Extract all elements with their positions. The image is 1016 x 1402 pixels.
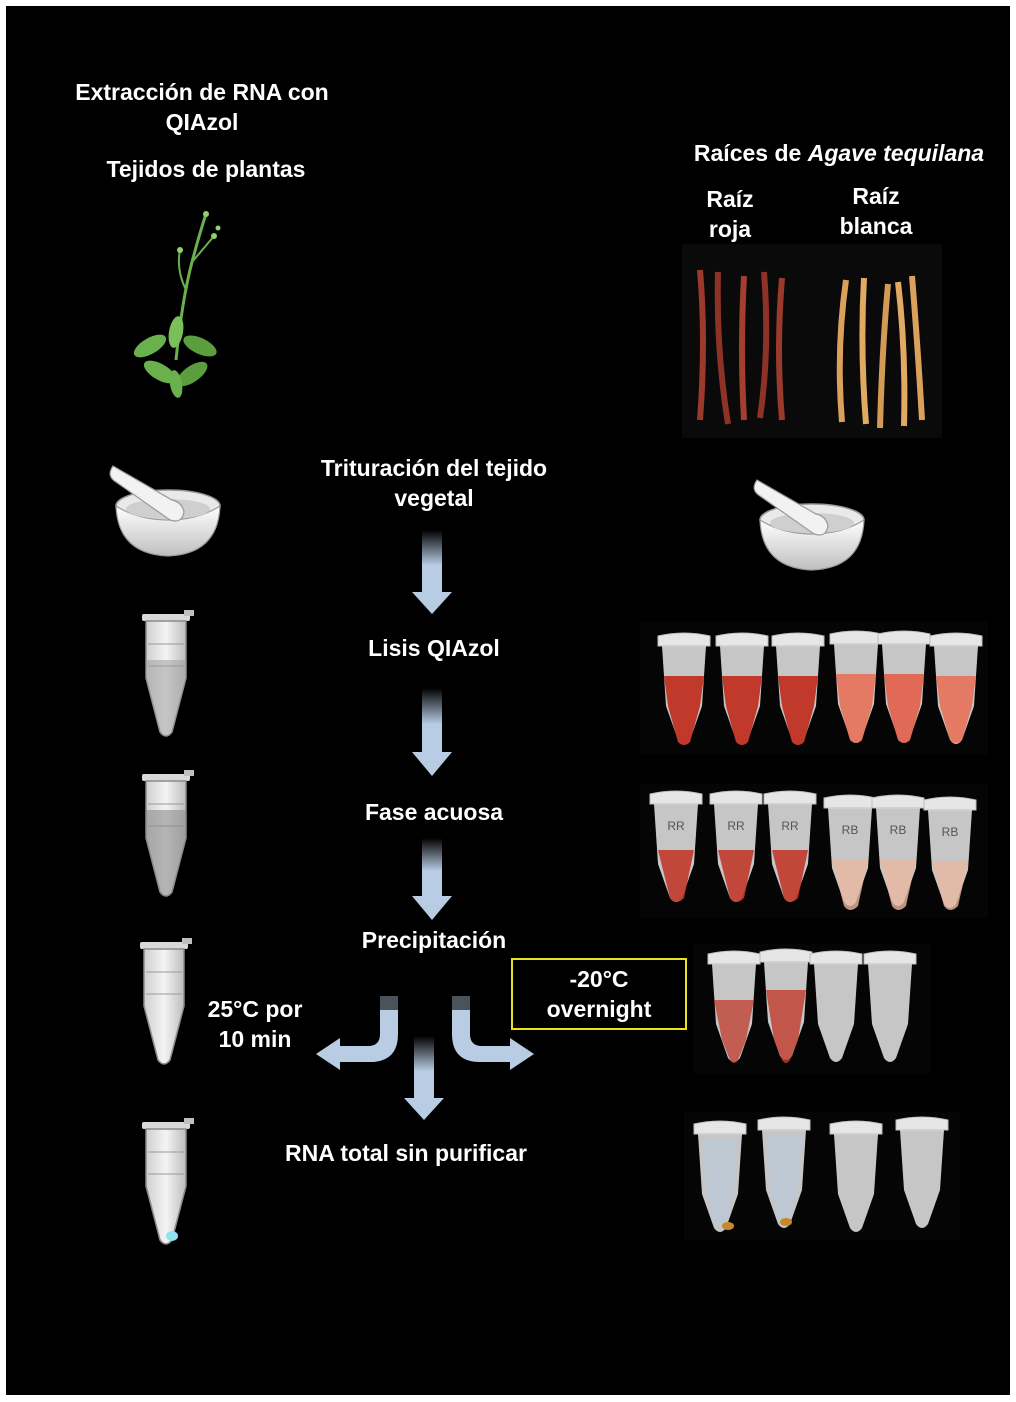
tube-icon-rna bbox=[142, 1118, 194, 1244]
arrow-down-3 bbox=[412, 838, 452, 920]
plant-illustration bbox=[130, 211, 220, 399]
condition-room-temp-line-2: 10 min bbox=[196, 1024, 314, 1054]
tube-label: RB bbox=[890, 823, 907, 837]
tube-label: RR bbox=[727, 819, 745, 833]
condition-room-temp-line-1: 25°C por bbox=[196, 994, 314, 1024]
step-total-rna: RNA total sin purificar bbox=[246, 1138, 566, 1168]
aqueous-tubes-photo: RR RR RR RB RB RB bbox=[640, 784, 988, 918]
agave-roots-photo bbox=[682, 244, 942, 438]
arrow-down-2 bbox=[412, 688, 452, 776]
mortar-pestle-icon-right bbox=[754, 480, 864, 570]
right-title: Raíces de Agave tequilana bbox=[664, 138, 1014, 168]
tube-label: RB bbox=[942, 825, 959, 839]
red-root-label-1: Raíz bbox=[680, 184, 780, 214]
tube-icon-lysis bbox=[142, 610, 194, 736]
white-root-label-2: blanca bbox=[816, 211, 936, 241]
condition-cold-line-2: overnight bbox=[511, 994, 687, 1024]
condition-cold-line-1: -20°C bbox=[511, 964, 687, 994]
white-root-label-1: Raíz bbox=[816, 181, 936, 211]
tube-icon-precipitation bbox=[140, 938, 192, 1064]
step-aqueous-phase: Fase acuosa bbox=[286, 797, 582, 827]
step-lysis: Lisis QIAzol bbox=[286, 633, 582, 663]
tube-icon-aqueous bbox=[142, 770, 194, 896]
title-line-2: QIAzol bbox=[52, 107, 352, 137]
step-grinding-line-1: Trituración del tejido bbox=[286, 453, 582, 483]
mortar-pestle-icon-left bbox=[110, 466, 220, 556]
title-line-1: Extracción de RNA con bbox=[52, 77, 352, 107]
lysis-tubes-photo bbox=[640, 622, 988, 754]
precipitation-tubes-photo bbox=[694, 944, 930, 1074]
left-subtitle: Tejidos de plantas bbox=[56, 154, 356, 184]
step-grinding-line-2: vegetal bbox=[286, 483, 582, 513]
tube-label: RR bbox=[781, 819, 799, 833]
tube-label: RB bbox=[842, 823, 859, 837]
tube-label: RR bbox=[667, 819, 685, 833]
arrow-down-4 bbox=[404, 1036, 444, 1120]
red-root-label-2: roja bbox=[680, 214, 780, 244]
arrow-bend-left bbox=[316, 996, 398, 1070]
rna-tubes-photo bbox=[684, 1112, 960, 1240]
arrow-down-1 bbox=[412, 530, 452, 614]
step-precipitation: Precipitación bbox=[286, 925, 582, 955]
